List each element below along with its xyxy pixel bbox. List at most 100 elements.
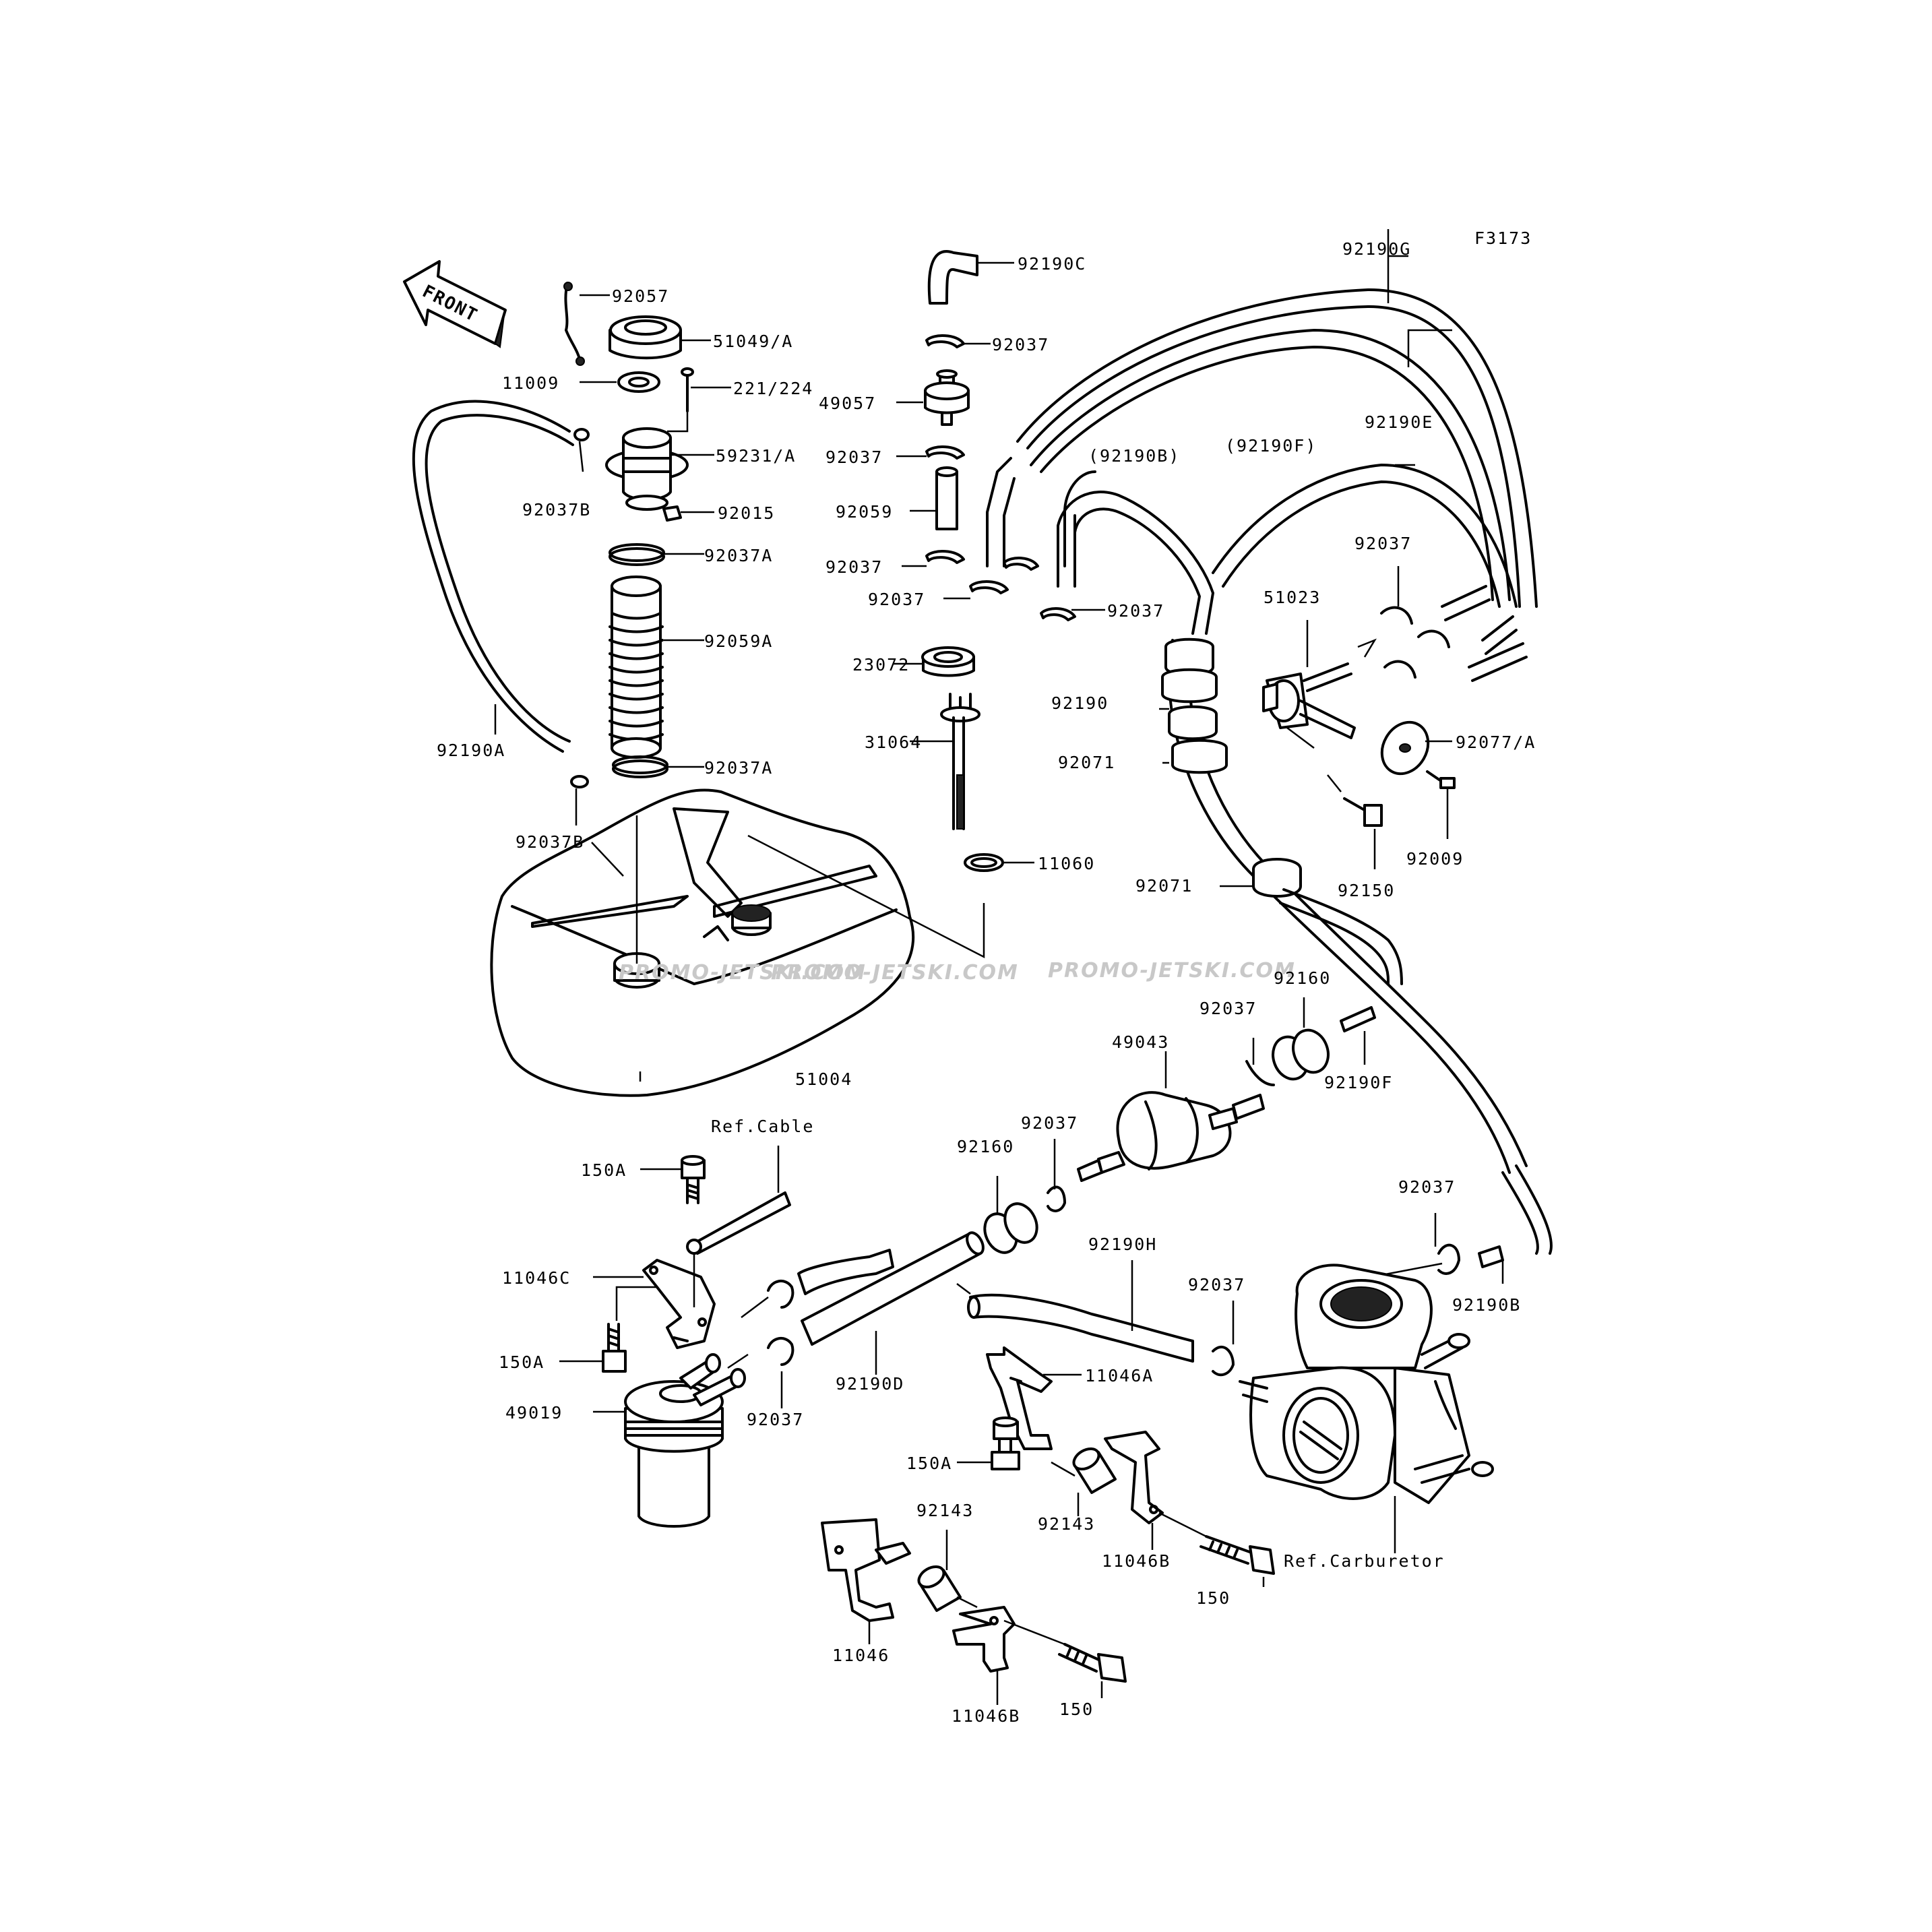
label-150a-b: 150A (499, 1352, 544, 1372)
label-92037b-top: 92037B (522, 500, 591, 520)
label-92037-e: 92037 (1107, 601, 1164, 621)
vent-hose-92190e (1030, 329, 1511, 601)
label-150a-a: 150A (581, 1160, 627, 1180)
label-92143-a: 92143 (1038, 1514, 1095, 1534)
bolt-150a-top (681, 1155, 706, 1204)
bolt-150-a (1199, 1535, 1275, 1575)
label-92160-b: 92160 (957, 1137, 1014, 1156)
label-92037-a: 92037 (992, 335, 1049, 354)
clip-92037-i1 (767, 1280, 794, 1309)
label-92190d: 92190D (836, 1374, 904, 1394)
label-92190e: 92190E (1365, 412, 1433, 432)
label-92077a: 92077/A (1456, 733, 1536, 752)
clip-92037-c (925, 550, 965, 564)
bracket-11046 (821, 1518, 911, 1622)
clip-92037-i2 (767, 1337, 794, 1366)
bracket-11046c (642, 1259, 716, 1349)
label-49057: 49057 (819, 394, 876, 413)
clip-92037-g (1245, 1060, 1275, 1086)
clamp-92037a-bottom (612, 755, 668, 774)
label-92190f: 92190F (1324, 1073, 1393, 1092)
grommet-92071-b (1252, 858, 1302, 898)
label-51049a: 51049/A (713, 332, 793, 351)
primer-bulb-49043 (1077, 1091, 1265, 1182)
bracket-11046b-a (1104, 1431, 1164, 1524)
watermark-3: PROMO-JETSKI.COM (1048, 959, 1296, 983)
grommet-92071-a (1168, 705, 1228, 774)
label-11046c: 11046C (502, 1268, 571, 1288)
watermark-1: PROMO-JETSKI.COM (619, 961, 867, 985)
label-11046b-a: 11046B (1102, 1551, 1171, 1571)
bracket-11046a (986, 1346, 1053, 1450)
label-23072: 23072 (852, 655, 910, 675)
label-51004: 51004 (795, 1069, 852, 1089)
filler-neck (605, 427, 689, 511)
sleeve-92143-b (917, 1565, 962, 1612)
hose-92190f-paren (1212, 464, 1518, 608)
label-92059a: 92059A (704, 631, 773, 651)
fuel-pickup-31064 (940, 693, 980, 830)
part-labels: 92057 51049/A 11009 221/224 59231/A 9203… (437, 239, 1536, 1726)
label-92037-i: 92037 (747, 1410, 804, 1429)
label-150-a: 150 (1196, 1588, 1230, 1608)
label-92190b: 92190B (1452, 1295, 1521, 1315)
clip-92037-b (925, 445, 965, 460)
nut-92015 (662, 505, 682, 522)
label-92190a: 92190A (437, 741, 505, 760)
front-arrow-icon: FRONT (403, 260, 507, 348)
clamp-92037a-top (609, 543, 665, 562)
clip-92037-f2 (1417, 629, 1450, 648)
label-92037-k: 92037 (1398, 1177, 1456, 1197)
label-92009: 92009 (1406, 849, 1464, 869)
label-ref-cable: Ref.Cable (711, 1117, 814, 1136)
label-150-b: 150 (1059, 1700, 1094, 1719)
watermark-2: PROMO-JETSKI.COM (771, 961, 1019, 985)
cable-strap (693, 1191, 791, 1255)
vent-hose-92190a (412, 400, 571, 753)
elbow-hose-92190c (927, 250, 978, 305)
clip-92037-d (969, 580, 1009, 594)
label-92190b-paren: (92190B) (1088, 446, 1180, 466)
drawing-code: F3173 (1474, 228, 1532, 248)
hose-92190d (801, 1232, 982, 1346)
clip-92037b-bottom (570, 775, 589, 788)
label-92037-f: 92037 (1354, 534, 1412, 553)
fuel-filter-49019 (624, 1353, 746, 1528)
label-92071-a: 92071 (1058, 753, 1115, 772)
clip-92037-f3 (1383, 660, 1416, 679)
bellows-hose (609, 575, 664, 759)
label-92059: 92059 (836, 502, 893, 522)
bolt-150-b (1058, 1643, 1127, 1683)
label-11046b-b: 11046B (952, 1706, 1020, 1726)
label-92190h: 92190H (1088, 1235, 1157, 1254)
gasket-11060 (964, 853, 1004, 872)
label-92150: 92150 (1338, 881, 1395, 900)
label-92037a-top: 92037A (704, 546, 773, 565)
label-92160-a: 92160 (1274, 968, 1331, 988)
clip-92037-f1 (1380, 606, 1413, 625)
label-92190: 92190 (1051, 693, 1109, 713)
short-hose-92059 (935, 470, 958, 530)
hose-92190h (969, 1293, 1194, 1363)
label-92190c: 92190C (1018, 254, 1086, 274)
label-92037-c: 92037 (825, 557, 883, 577)
label-92190f-paren: (92190F) (1225, 436, 1317, 456)
label-31064: 31064 (865, 733, 922, 752)
label-11046: 11046 (832, 1646, 890, 1665)
label-92037-j: 92037 (1188, 1275, 1245, 1295)
label-11060: 11060 (1038, 854, 1095, 873)
label-92190g: 92190G (1342, 239, 1411, 259)
sleeve-92160-b (983, 1202, 1038, 1254)
clip-92037-j (1212, 1345, 1235, 1377)
carburetor (1239, 1264, 1494, 1553)
fuel-tap-knob (1380, 720, 1430, 776)
label-92037-g: 92037 (1199, 999, 1257, 1018)
label-92143-b: 92143 (916, 1501, 974, 1520)
label-92037a-bottom: 92037A (704, 758, 773, 778)
clip-92037-h (1047, 1185, 1066, 1212)
sleeve-92160-a (1272, 1028, 1330, 1081)
label-11046a: 11046A (1085, 1366, 1154, 1385)
label-92071-b: 92071 (1135, 876, 1193, 896)
label-59231a: 59231/A (716, 446, 796, 466)
grommet-top (1161, 637, 1218, 704)
